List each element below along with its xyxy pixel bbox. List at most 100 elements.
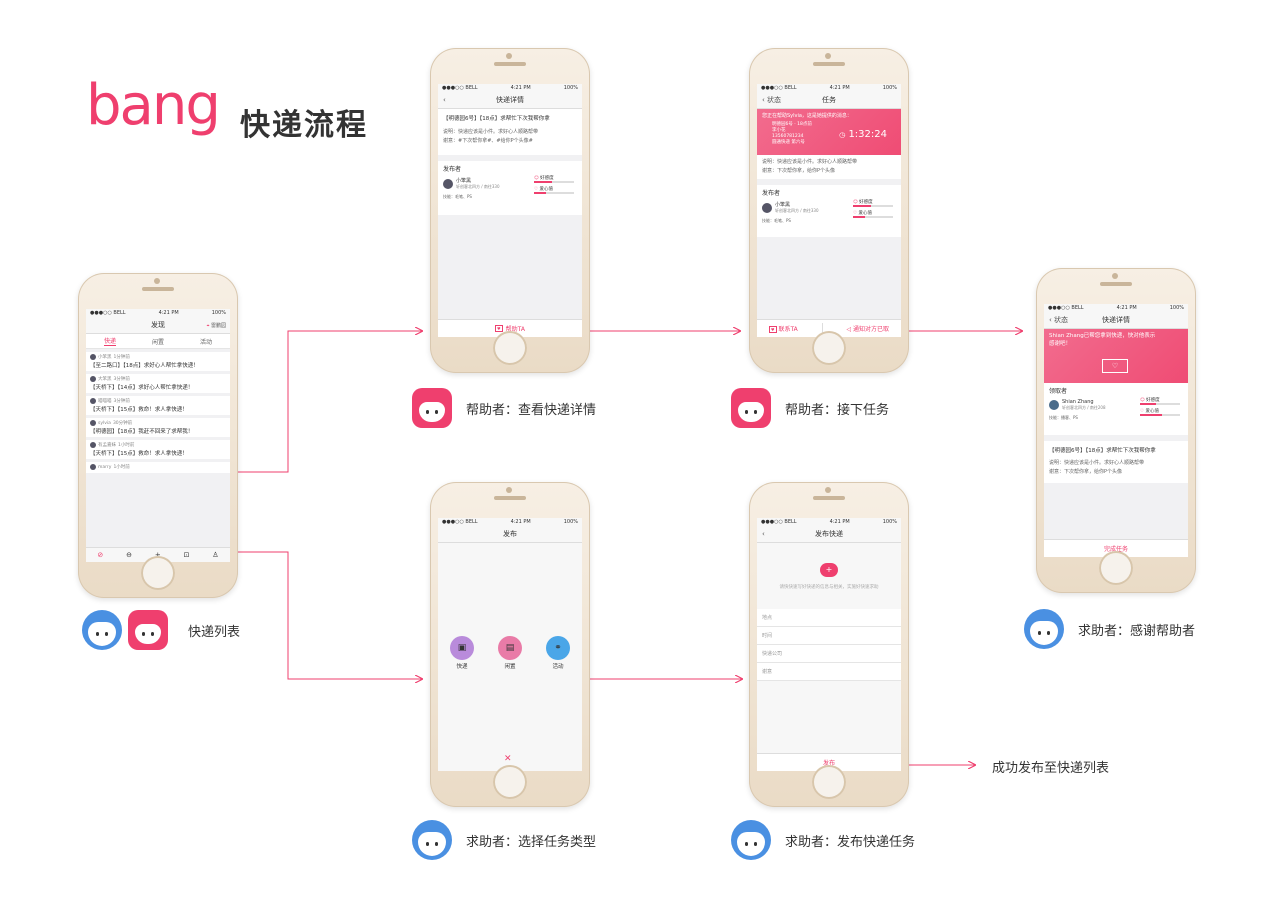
chat-icon: + <box>820 563 838 577</box>
list-item[interactable]: 有孟嘉妹 1小时前【天桥下】【15点】救命！求人拿快递！ <box>86 440 230 459</box>
avatar <box>90 398 96 404</box>
avatar <box>90 442 96 448</box>
add-icon[interactable]: + <box>154 551 161 559</box>
heart-icon: ♡ <box>1140 409 1145 414</box>
avatar <box>90 354 96 360</box>
avatar <box>90 376 96 382</box>
list-item[interactable]: sylvia 30分钟前【明德园】【18点】我赶不回来了求帮我！ <box>86 418 230 437</box>
seeker-avatar-icon <box>82 610 122 650</box>
love-bar <box>534 192 574 194</box>
heart-icon: ♡ <box>1111 362 1119 370</box>
tab-express[interactable]: 快递 <box>103 338 116 346</box>
publish-title: 发布 <box>503 530 517 538</box>
tab-idle[interactable]: 闲置 <box>151 338 164 346</box>
publisher-label: 发布者 <box>443 166 462 173</box>
love-bar <box>853 216 893 218</box>
thanks-banner: Shian Zhang已帮您拿到快递，快对他表示感谢吧！ ♡ <box>1044 329 1188 383</box>
form-title: 发布快递 <box>815 530 843 538</box>
seeker-avatar-icon <box>1024 609 1064 649</box>
detail-reward: 谢意：#下次帮你拿#、#给你P个头像# <box>443 138 533 144</box>
profile-icon[interactable]: ♙ <box>212 551 219 559</box>
list-item[interactable]: marry 1小时前 <box>86 462 230 473</box>
avatar[interactable] <box>443 178 453 189</box>
detail-title: 快递详情 <box>496 96 524 104</box>
task-title: 任务 <box>822 96 836 104</box>
list-item[interactable]: 大笨黑 3分钟前【天桥下】【14点】求好心人帮忙拿快递！ <box>86 374 230 393</box>
time-field[interactable]: 时间 <box>757 627 901 645</box>
thanks-title: 快递详情 <box>1102 316 1130 324</box>
smile-icon: ☺ <box>1140 398 1145 403</box>
seeker-avatar-icon <box>731 820 771 860</box>
love-bar <box>1140 414 1180 416</box>
speaker-icon: ◁ <box>846 326 852 333</box>
category-express[interactable]: ▣快递 <box>450 636 474 670</box>
brand-logo: bang <box>86 78 226 148</box>
contact-icon: ♥ <box>768 326 777 333</box>
category-idle[interactable]: ▤闲置 <box>498 636 522 670</box>
task-banner: 您正在帮助Sylvia，这是她提供的消息： 明德园6号 · 18点前 李小花 1… <box>757 109 901 155</box>
location-field[interactable]: 地点 <box>757 609 901 627</box>
task-icon[interactable]: ⊡ <box>183 551 190 559</box>
courier-field[interactable]: 快递公司 <box>757 645 901 663</box>
bottom-tabbar: ⊘ ⊖ + ⊡ ♙ <box>86 547 230 562</box>
bike-icon: ⚭ <box>546 636 570 660</box>
publisher-name: 小笨黑 <box>456 178 472 184</box>
basket-icon: ▤ <box>498 636 522 660</box>
location-label[interactable]: ⌖ 雷鹏园 <box>206 322 226 329</box>
list-item[interactable]: 喵喵喵 3分钟前【天桥下】【15点】救命！求人拿快递！ <box>86 396 230 415</box>
help-button[interactable]: ♥帮助TA <box>438 319 582 337</box>
good-bar <box>534 181 574 183</box>
back-button[interactable]: ‹ 状态 <box>762 96 782 104</box>
list-title: 发现 <box>151 321 165 329</box>
form-hint: 请快快速写好快递的信息与相关，实施好快速求助 <box>779 585 879 590</box>
publish-button[interactable]: 发布 <box>757 753 901 771</box>
avatar[interactable] <box>762 202 772 213</box>
category-activity[interactable]: ⚭活动 <box>546 636 570 670</box>
back-icon[interactable]: ‹ <box>762 530 765 538</box>
close-icon[interactable]: ✕ <box>504 754 512 764</box>
publisher-skill: 技能：毛笔、PS <box>443 194 472 199</box>
back-icon[interactable]: ‹ <box>443 96 446 104</box>
flow-title: 快递流程 <box>240 108 368 143</box>
caption-form: 求助者：发布快递任务 <box>731 820 915 860</box>
smile-icon: ☺ <box>534 176 539 181</box>
helper-avatar-icon <box>731 388 771 428</box>
list-item[interactable]: 小笨黑 1分钟前【至二路口】【18点】求好心人帮忙拿快递！ <box>86 352 230 371</box>
back-button[interactable]: ‹ 状态 <box>1049 316 1069 324</box>
heart-icon: ♡ <box>534 187 539 192</box>
helper-avatar-icon <box>412 388 452 428</box>
contact-button[interactable]: ♥ 联系TA <box>768 326 798 333</box>
heart-icon: ♡ <box>853 211 858 216</box>
caption-publish: 求助者：选择任务类型 <box>412 820 596 860</box>
discover-icon[interactable]: ⊘ <box>97 551 104 559</box>
tab-activity[interactable]: 活动 <box>199 338 212 346</box>
thanks-field[interactable]: 谢意 <box>757 663 901 681</box>
result-note: 成功发布至快递列表 <box>992 761 1110 776</box>
caption-list: 快递列表 <box>82 610 240 650</box>
avatar <box>90 420 96 426</box>
smile-icon: ☺ <box>853 200 858 205</box>
connector-list-to-publish <box>222 551 422 679</box>
task-timer: 1:32:24 <box>848 129 887 140</box>
pin-icon: ⌖ <box>206 322 210 329</box>
thank-heart-button[interactable]: ♡ <box>1102 359 1128 373</box>
caption-detail: 帮助者：查看快递详情 <box>412 388 596 428</box>
caption-thanks: 求助者：感谢帮助者 <box>1024 609 1195 649</box>
complete-task-button[interactable]: 完成任务 <box>1044 539 1188 557</box>
notify-button[interactable]: ◁ 通知对方已取 <box>846 326 890 333</box>
detail-headline: 【明德园6号】【18点】求帮忙下次我帮你拿 <box>443 116 550 122</box>
detail-desc: 说明：快递应该是小件。求好心人顺路帮带 <box>443 129 539 135</box>
logo-text: bang <box>86 73 221 138</box>
message-icon[interactable]: ⊖ <box>126 551 133 559</box>
helper-avatar-icon <box>128 610 168 650</box>
avatar[interactable] <box>1049 400 1059 410</box>
